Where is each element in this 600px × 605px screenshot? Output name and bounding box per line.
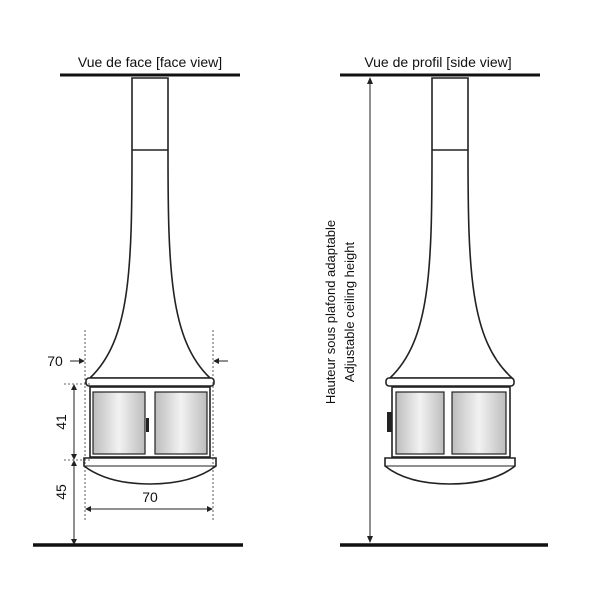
- side-top-collar: [385, 377, 515, 387]
- front-dim-bottom-arrow-right: [207, 506, 213, 512]
- front-dim-width-top: 70: [47, 353, 63, 369]
- front-dim-floor-arrow-bottom: [71, 539, 77, 545]
- side-glass-left: [395, 391, 445, 455]
- front-door-handle: [146, 418, 149, 432]
- front-dim-body-arrow-top: [71, 384, 77, 390]
- side-height-label-en: Adjustable ceiling height: [342, 242, 357, 383]
- front-glass-left: [92, 391, 146, 455]
- front-dim-top-arrowhead-right: [213, 358, 219, 364]
- front-view-caption: Vue de face [face view]: [78, 54, 222, 70]
- front-dim-body-height: 41: [53, 414, 69, 430]
- front-dim-width-bottom: 70: [142, 489, 158, 505]
- front-dim-floor-clearance: 45: [53, 484, 69, 500]
- front-view: Vue de face [face view] 70 41: [33, 54, 243, 547]
- front-dim-floor-arrow-top: [71, 460, 77, 466]
- side-height-arrow-bottom: [367, 536, 373, 543]
- side-glass-right: [451, 391, 507, 455]
- front-base-bowl: [83, 457, 217, 485]
- side-height-label-fr: Hauteur sous plafond adaptable: [323, 220, 338, 404]
- front-dim-top-arrowhead-left: [79, 358, 85, 364]
- side-height-arrow-top: [367, 77, 373, 84]
- front-top-collar: [85, 377, 215, 387]
- side-flue-hood: [387, 77, 515, 379]
- front-flue-hood: [87, 77, 213, 379]
- front-dim-bottom-arrow-left: [85, 506, 91, 512]
- side-door-handle: [387, 412, 392, 432]
- front-glass-right: [154, 391, 208, 455]
- side-view-caption: Vue de profil [side view]: [364, 54, 511, 70]
- side-view: Vue de profil [side view] Hauteur sous p…: [323, 54, 548, 547]
- front-dim-body-arrow-bottom: [71, 454, 77, 460]
- side-base-bowl: [384, 457, 516, 485]
